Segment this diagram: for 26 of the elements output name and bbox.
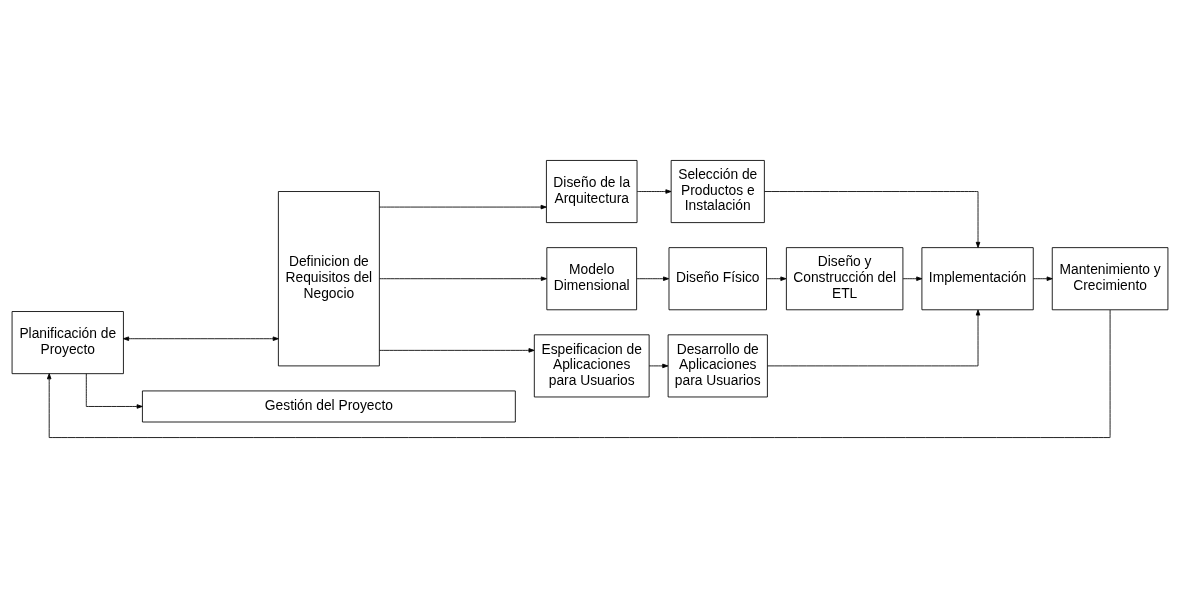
arrow: [379, 348, 535, 353]
arrow: [85, 373, 143, 409]
arrow: [379, 276, 547, 281]
node-box: Definicion de Requisitos del Negocio: [277, 191, 380, 367]
node-box: Planificación de Proyecto: [11, 311, 124, 375]
arrow: [636, 276, 670, 281]
node-box: Selección de Productos e Instalación: [670, 160, 765, 224]
arrow: [636, 189, 672, 194]
arrow: [46, 309, 1111, 438]
node-box: Diseño y Construcción del ETL: [785, 247, 904, 311]
arrow: [648, 363, 669, 369]
node-box: Mantenimiento y Crecimiento: [1051, 247, 1169, 311]
node-box: Implementación: [921, 247, 1034, 311]
arrow: [379, 204, 547, 210]
arrow: [1032, 276, 1053, 281]
arrow: [767, 309, 981, 367]
node-box: Modelo Dimensional: [546, 247, 638, 311]
arrow: [766, 276, 787, 281]
arrow: [123, 336, 279, 341]
node-box: Desarrollo de Aplicaciones para Usuarios: [667, 334, 768, 398]
arrow: [902, 276, 923, 281]
node-box: Diseño Físico: [668, 247, 767, 311]
node-box: Diseño de la Arquitectura: [546, 160, 638, 224]
arrow: [764, 191, 981, 248]
node-box: Espeificacion de Aplicaciones para Usuarios: [533, 334, 650, 398]
node-box: Gestión del Proyecto: [142, 390, 516, 423]
